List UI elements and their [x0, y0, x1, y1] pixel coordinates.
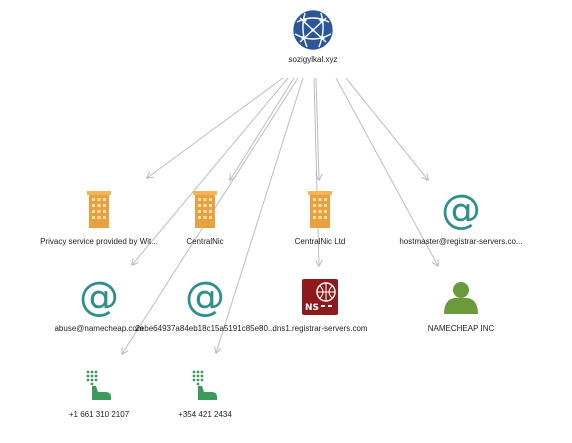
- building-icon: [308, 191, 332, 228]
- edge-root-person: [335, 77, 438, 266]
- node-label-root: sozigylkal.xyz: [289, 55, 338, 64]
- node-org2[interactable]: CentralNic: [186, 191, 224, 246]
- at-sign-icon: @: [79, 274, 119, 320]
- node-org3[interactable]: CentralNic Ltd: [295, 191, 346, 246]
- node-label-email1: hostmaster@registrar-servers.co...: [399, 237, 522, 246]
- node-email3[interactable]: @ 2ebe64937a84eb18c15a5191c85e80...: [135, 274, 274, 333]
- node-email1[interactable]: @ hostmaster@registrar-servers.co...: [399, 187, 522, 246]
- node-phone1[interactable]: +1 661 310 2107: [69, 370, 130, 419]
- svg-text:NS: NS: [305, 303, 319, 313]
- at-sign-icon: @: [441, 187, 481, 233]
- edge-root-email1: [345, 77, 428, 180]
- nameserver-icon: NS: [302, 279, 338, 315]
- edge-root-ns: [313, 77, 319, 266]
- node-label-org1: Privacy service provided by Wit...: [40, 237, 158, 246]
- node-ns[interactable]: NS dns1.registrar-servers.com: [272, 279, 368, 333]
- edge-root-phone2: [216, 77, 304, 353]
- phone-keypad-icon: [86, 370, 111, 400]
- building-icon: [193, 191, 217, 228]
- node-phone2[interactable]: +354 421 2434: [178, 370, 232, 419]
- node-label-phone2: +354 421 2434: [178, 410, 232, 419]
- node-label-org3: CentralNic Ltd: [295, 237, 346, 246]
- node-root[interactable]: sozigylkal.xyz: [289, 10, 338, 64]
- node-label-ns: dns1.registrar-servers.com: [272, 324, 367, 333]
- person-icon: [444, 282, 478, 314]
- edge-root-org2: [230, 77, 295, 180]
- node-label-org2: CentralNic: [186, 237, 223, 246]
- node-email2[interactable]: @ abuse@namecheap.com: [54, 274, 143, 333]
- node-org1[interactable]: Privacy service provided by Wit...: [40, 191, 158, 246]
- node-label-email3: 2ebe64937a84eb18c15a5191c85e80...: [135, 324, 274, 333]
- at-sign-icon: @: [185, 274, 225, 320]
- globe-icon: [293, 10, 333, 50]
- node-label-person: NAMECHEAP INC: [428, 324, 495, 333]
- node-label-phone1: +1 661 310 2107: [69, 410, 130, 419]
- edge-root-org1: [147, 77, 284, 178]
- edge-root-org3: [316, 77, 319, 180]
- edges: [122, 77, 438, 354]
- node-label-email2: abuse@namecheap.com: [54, 324, 143, 333]
- phone-keypad-icon: [192, 370, 217, 400]
- edge-root-email2: [132, 77, 289, 265]
- node-person[interactable]: NAMECHEAP INC: [428, 282, 495, 333]
- building-icon: [87, 191, 111, 228]
